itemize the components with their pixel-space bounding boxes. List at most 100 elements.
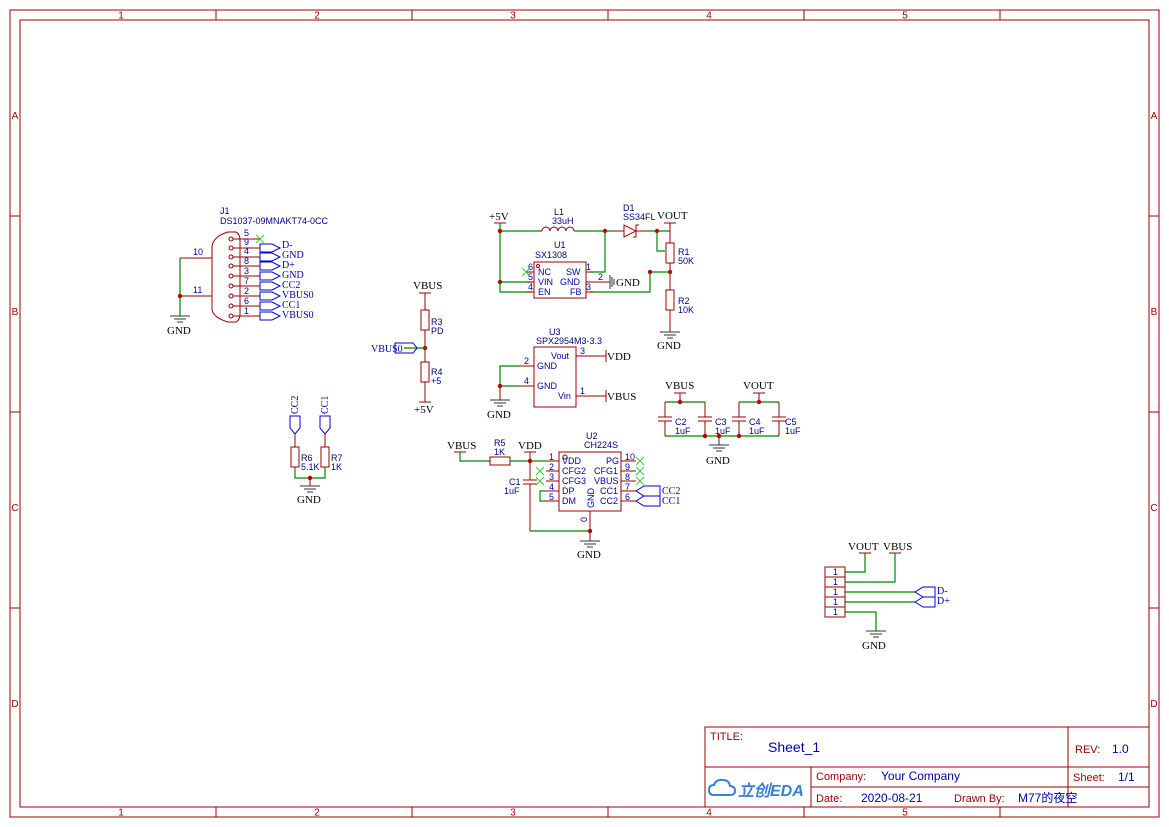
r7-value: 1K (331, 462, 342, 472)
u2-pin-cfg2: CFG2 (562, 466, 586, 476)
c1-value: 1uF (504, 486, 520, 496)
j1-net-cc2: CC2 (282, 280, 300, 291)
header-pin-1d: 1 (833, 597, 838, 607)
u3-pinnum-4: 4 (524, 376, 529, 386)
cc1-port-label: CC1 (320, 396, 331, 414)
sheet-label: Sheet: (1073, 772, 1105, 784)
j1-pin-4: 4 (244, 246, 249, 256)
r6-r7-cc-resistors[interactable]: CC2 CC1 R6 5.1K R7 1K GND (289, 396, 343, 506)
j1-net-gnd-a: GND (282, 250, 304, 261)
d1-value: SS34FL (623, 212, 656, 222)
col-label-5-bottom: 5 (902, 808, 908, 819)
c5-value: 1uF (785, 426, 801, 436)
header-pin-1e: 1 (833, 607, 838, 617)
ground-symbol (300, 485, 320, 493)
ground-symbol (490, 399, 510, 407)
u2-ref: U2 (586, 431, 598, 441)
u3-pinnum-3: 3 (580, 346, 585, 356)
u2-pinnum-4: 4 (549, 482, 554, 492)
dplus-port (914, 596, 936, 608)
sheet-title: Sheet_1 (768, 739, 820, 755)
j1-pin-8: 8 (244, 256, 249, 266)
r6-resistor-body (290, 446, 300, 468)
r6-value: 5.1K (301, 462, 320, 472)
u3-pin-vout: Vout (551, 351, 570, 361)
r2-ref: R2 (678, 296, 690, 306)
cc1-port (319, 415, 331, 435)
u2-pinnum-6: 6 (625, 492, 630, 502)
u2-pin-gnd: GND (586, 488, 596, 509)
u2-pin-cc2: CC2 (600, 496, 618, 506)
vbus-net-label-r5: VBUS (447, 440, 476, 452)
ground-symbol (170, 315, 190, 323)
c2-capacitor (658, 402, 672, 436)
row-label-c-right: C (1150, 503, 1157, 514)
drawn-by-label: Drawn By: (954, 793, 1005, 805)
no-connect-marker (255, 234, 265, 244)
cc2-port (289, 415, 301, 435)
eda-logo-text: 立创EDA (738, 782, 804, 800)
eda-logo: 立创EDA (707, 778, 804, 800)
u3-pin-gnd1: GND (537, 361, 558, 371)
u2-pin-dm: DM (562, 496, 576, 506)
u2-pinnum-9: 9 (625, 462, 630, 472)
row-label-c-left: C (11, 503, 18, 514)
j1-value: DS1037-09MNAKT74-0CC (220, 216, 329, 226)
r3-r4-divider[interactable]: VBUS R3 PD VBUS0 R4 +5 +5V (371, 280, 444, 416)
l1-inductor-coil (541, 226, 575, 232)
r2-value: 10K (678, 305, 694, 315)
u3-ref: U3 (549, 327, 561, 337)
r5-value: 1K (494, 447, 505, 457)
header-pin-1b: 1 (833, 577, 838, 587)
row-label-b-left: B (12, 307, 19, 318)
drawn-by-value: M77的夜空 (1018, 790, 1077, 805)
r2-resistor-body (665, 289, 675, 311)
header-pin-1c: 1 (833, 587, 838, 597)
r7-resistor-body (320, 446, 330, 468)
u2-pinnum-3: 3 (549, 472, 554, 482)
title-block: TITLE: Sheet_1 REV: 1.0 Company: Your Co… (704, 726, 1150, 808)
u1-pinnum-6: 6 (528, 262, 533, 272)
u2-pin-cc1: CC1 (600, 486, 618, 496)
rev-label: REV: (1075, 744, 1100, 756)
u3-pinnum-1: 1 (580, 386, 585, 396)
date-value: 2020-08-21 (861, 791, 923, 805)
cc1-port-u2 (635, 495, 661, 507)
col-label-4-top: 4 (706, 11, 712, 22)
boost-converter[interactable]: +5V L1 33uH D1 SS34FL VOUT R1 50K (489, 203, 694, 352)
pd-controller[interactable]: VBUS R5 1K VDD C1 1uF GND U2 CH224S (447, 431, 680, 561)
output-header[interactable]: VOUT VBUS 1 1 1 1 1 D- D+ GND (824, 541, 950, 652)
u2-pin-cfg1: CFG1 (594, 466, 618, 476)
col-label-3-bottom: 3 (510, 808, 516, 819)
no-connect-marker (521, 267, 531, 277)
decoupling-caps[interactable]: VBUS VOUT (658, 380, 801, 467)
ground-symbol (660, 331, 680, 339)
r7-ref: R7 (331, 453, 343, 463)
ldo-regulator[interactable]: U3 SPX2954M3-3.3 Vout GND GND Vin 3 2 4 … (487, 327, 636, 421)
c3-value: 1uF (715, 426, 731, 436)
u2-pin-cfg3: CFG3 (562, 476, 586, 486)
ground-symbol (580, 540, 600, 548)
header-net-dminus: D- (937, 586, 948, 597)
r1-resistor-body (665, 242, 675, 264)
u2-pin-dp: DP (562, 486, 575, 496)
vdd-net-label-u2: VDD (518, 440, 542, 452)
ground-symbol (709, 444, 729, 452)
j1-gnd-label: GND (167, 325, 191, 337)
sheet-border: 1 2 3 4 5 1 2 3 4 5 A B C D A B C D (9, 9, 1160, 819)
u2-pin-pg: PG (606, 456, 619, 466)
col-label-1-bottom: 1 (118, 808, 124, 819)
u1-pinnum-4: 4 (528, 282, 533, 292)
j1-pin-2: 2 (244, 286, 249, 296)
u1-ref: U1 (554, 240, 566, 250)
r5-resistor-body (489, 456, 511, 466)
cloud-icon (707, 778, 737, 796)
company-value: Your Company (881, 769, 960, 783)
j1-connector[interactable]: J1 DS1037-09MNAKT74-0CC 5 9 4 8 3 7 2 6 … (167, 206, 329, 337)
u1-pinnum-5: 5 (528, 272, 533, 282)
company-label: Company: (816, 771, 866, 783)
vbus-net-label-ldo: VBUS (607, 391, 636, 403)
l1-value: 33uH (552, 216, 574, 226)
j1-net-vbus0-b: VBUS0 (282, 310, 314, 321)
